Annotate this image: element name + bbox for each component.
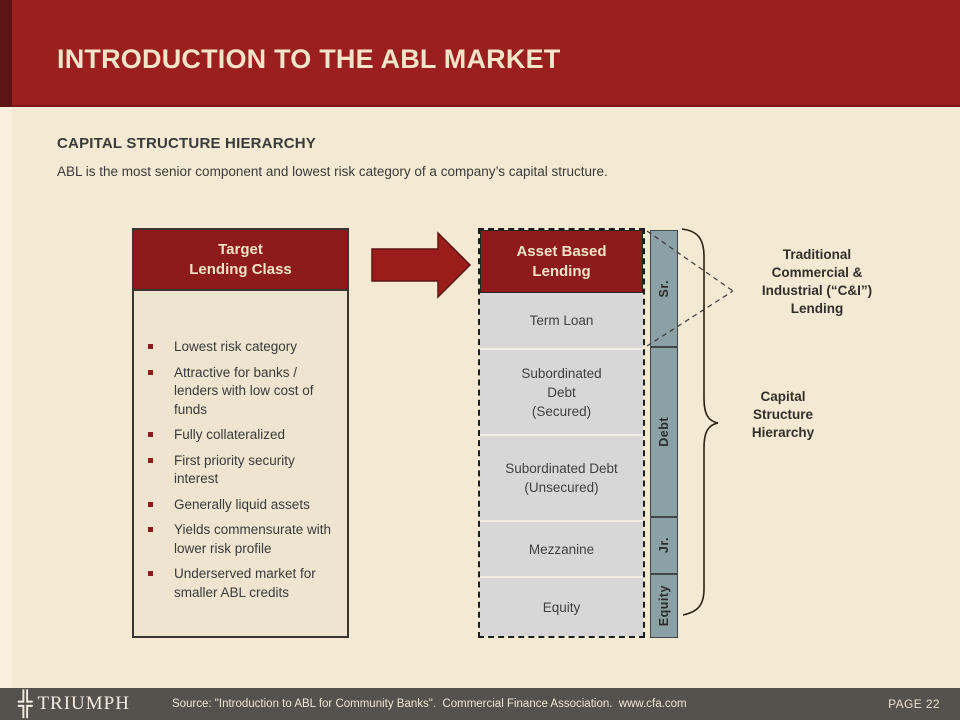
stack-segment-mezzanine: Mezzanine [480, 520, 643, 576]
seniority-bar-equity: Equity [650, 574, 678, 638]
seniority-bar-debt: Debt [650, 347, 678, 517]
left-margin-stripe [0, 107, 12, 688]
seniority-bar-jr: Jr. [650, 517, 678, 574]
page-number: PAGE 22 [888, 697, 940, 711]
target-lending-box-title: Target Lending Class [132, 228, 349, 291]
stack-segment-equity: Equity [480, 576, 643, 636]
seniority-bar-sr: Sr. [650, 230, 678, 347]
corner-stripe [0, 0, 12, 107]
title-band [0, 0, 960, 107]
bullet-item: Lowest risk category [148, 338, 339, 357]
seniority-bar-jr-label: Jr. [657, 537, 671, 554]
section-description: ABL is the most senior component and low… [57, 164, 608, 179]
capital-stack: Asset Based Lending Term Loan Subordinat… [478, 228, 645, 638]
capital-structure-hierarchy-label: Capital Structure Hierarchy [751, 389, 815, 440]
source-citation: Source: "Introduction to ABL for Communi… [171, 698, 687, 710]
footer-bar: ╬ TRIUMPH Source: "Introduction to ABL f… [0, 688, 960, 720]
seniority-bar-debt-label: Debt [657, 417, 671, 447]
traditional-cni-label: Traditional Commercial & Industrial (“C&… [761, 247, 873, 316]
triumph-cross-icon: ╬ [18, 690, 33, 718]
target-lending-bullet-list: Lowest risk category Attractive for bank… [134, 291, 347, 609]
seniority-bar-sr-label: Sr. [657, 279, 671, 298]
stack-segment-term-loan: Term Loan [480, 293, 643, 348]
stack-segment-sub-debt-secured: Subordinated Debt (Secured) [480, 348, 643, 434]
target-lending-box: Target Lending Class Lowest risk categor… [132, 228, 349, 638]
stack-segment-sub-debt-unsecured: Subordinated Debt (Unsecured) [480, 434, 643, 520]
section-heading: CAPITAL STRUCTURE HIERARCHY [57, 135, 317, 152]
bullet-item: Underserved market for smaller ABL credi… [148, 565, 339, 602]
hierarchy-brace [681, 228, 719, 616]
bullet-item: Attractive for banks / lenders with low … [148, 364, 339, 420]
triumph-logo: ╬ TRIUMPH [18, 692, 130, 716]
seniority-bar-equity-label: Equity [657, 585, 671, 627]
bullet-item: Generally liquid assets [148, 496, 339, 515]
stack-segment-abl: Asset Based Lending [480, 230, 643, 293]
bullet-item: Fully collateralized [148, 426, 339, 445]
bullet-item: First priority security interest [148, 452, 339, 489]
triumph-logo-text: TRIUMPH [37, 693, 130, 714]
right-arrow-icon [371, 231, 472, 299]
slide-title: INTRODUCTION TO THE ABL MARKET [57, 44, 561, 74]
bullet-item: Yields commensurate with lower risk prof… [148, 521, 339, 558]
